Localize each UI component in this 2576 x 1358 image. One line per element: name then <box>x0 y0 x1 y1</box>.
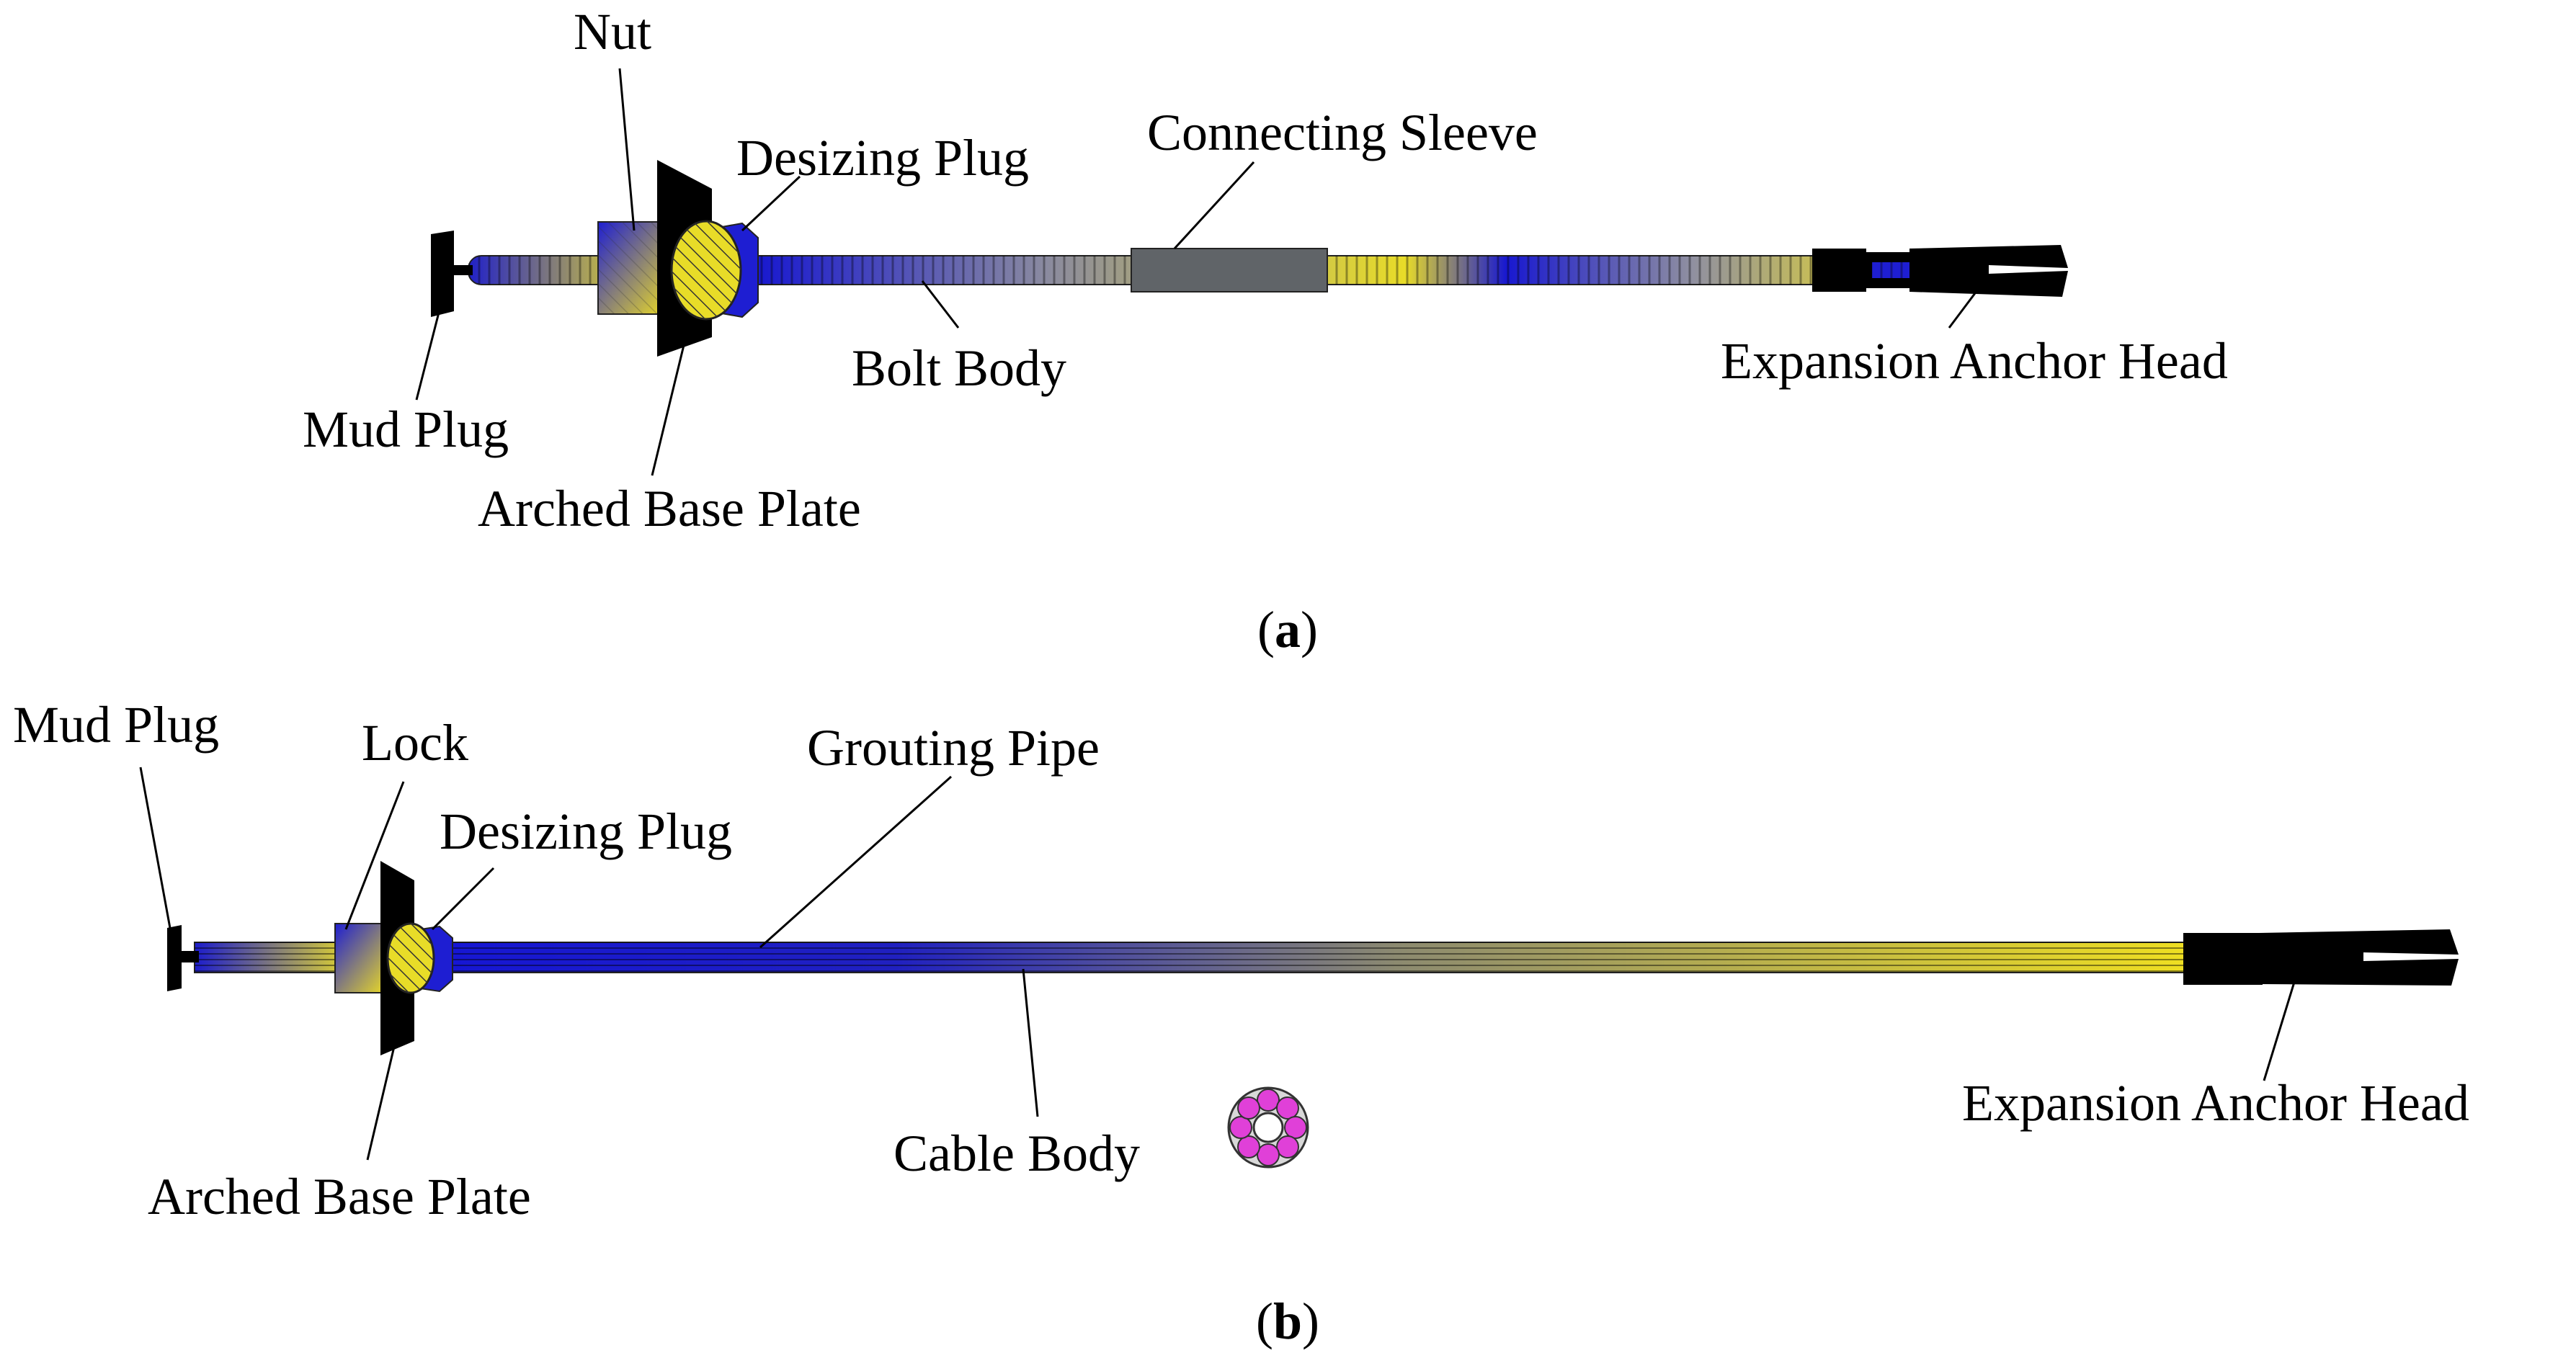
leader-lock <box>344 781 405 930</box>
label-arched-base-plate: Arched Base Plate <box>478 480 861 537</box>
label-desizing-plug: Desizing Plug <box>736 129 1029 187</box>
leader-mud-plug <box>415 309 441 401</box>
label-connecting-sleeve: Connecting Sleeve <box>1147 104 1538 161</box>
label-expansion-anchor-head: Expansion Anchor Head <box>1962 1074 2469 1132</box>
leader-expansion-anchor-head <box>2263 979 2296 1081</box>
label-nut: Nut <box>574 3 651 61</box>
leader-arched-base-plate <box>366 1037 398 1161</box>
lock <box>334 923 390 993</box>
leader-mud-plug <box>139 767 174 944</box>
leader-nut <box>618 68 636 231</box>
expansion-anchor-head <box>2183 929 2459 986</box>
leader-grouting-pipe <box>759 775 952 949</box>
leader-desizing-plug <box>741 175 801 232</box>
cable-body <box>194 942 2198 973</box>
label-lock: Lock <box>362 714 468 772</box>
leader-cable-body <box>1022 968 1039 1117</box>
label-bolt-body: Bolt Body <box>852 339 1066 397</box>
label-desizing-plug: Desizing Plug <box>440 803 732 860</box>
cable-cross-section <box>1227 1086 1309 1169</box>
label-mud-plug: Mud Plug <box>13 696 219 754</box>
label-arched-base-plate: Arched Base Plate <box>148 1168 531 1225</box>
label-expansion-anchor-head: Expansion Anchor Head <box>1721 332 2228 390</box>
mud-plug <box>167 925 199 991</box>
caption-a: (a) <box>1257 601 1318 658</box>
desizing-plug <box>670 220 759 321</box>
diagram-b: Mud Plug Lock Grouting Pipe Desizing Plu… <box>13 696 2469 1350</box>
expansion-anchor-head <box>1812 245 2068 297</box>
caption-b: (b) <box>1256 1292 1319 1350</box>
label-cable-body: Cable Body <box>893 1125 1140 1182</box>
connecting-sleeve <box>1131 248 1328 292</box>
diagram-a: Nut Desizing Plug Connecting Sleeve Bolt… <box>303 3 2228 658</box>
leader-desizing-plug <box>431 867 495 931</box>
desizing-plug <box>386 922 453 994</box>
leader-arched-base-plate <box>651 341 686 476</box>
leader-bolt-body <box>921 280 960 329</box>
leader-expansion-anchor-head <box>1948 284 1983 329</box>
label-mud-plug: Mud Plug <box>303 401 509 458</box>
leader-connecting-sleeve <box>1173 161 1255 250</box>
label-grouting-pipe: Grouting Pipe <box>807 719 1100 777</box>
mud-plug <box>431 231 473 317</box>
